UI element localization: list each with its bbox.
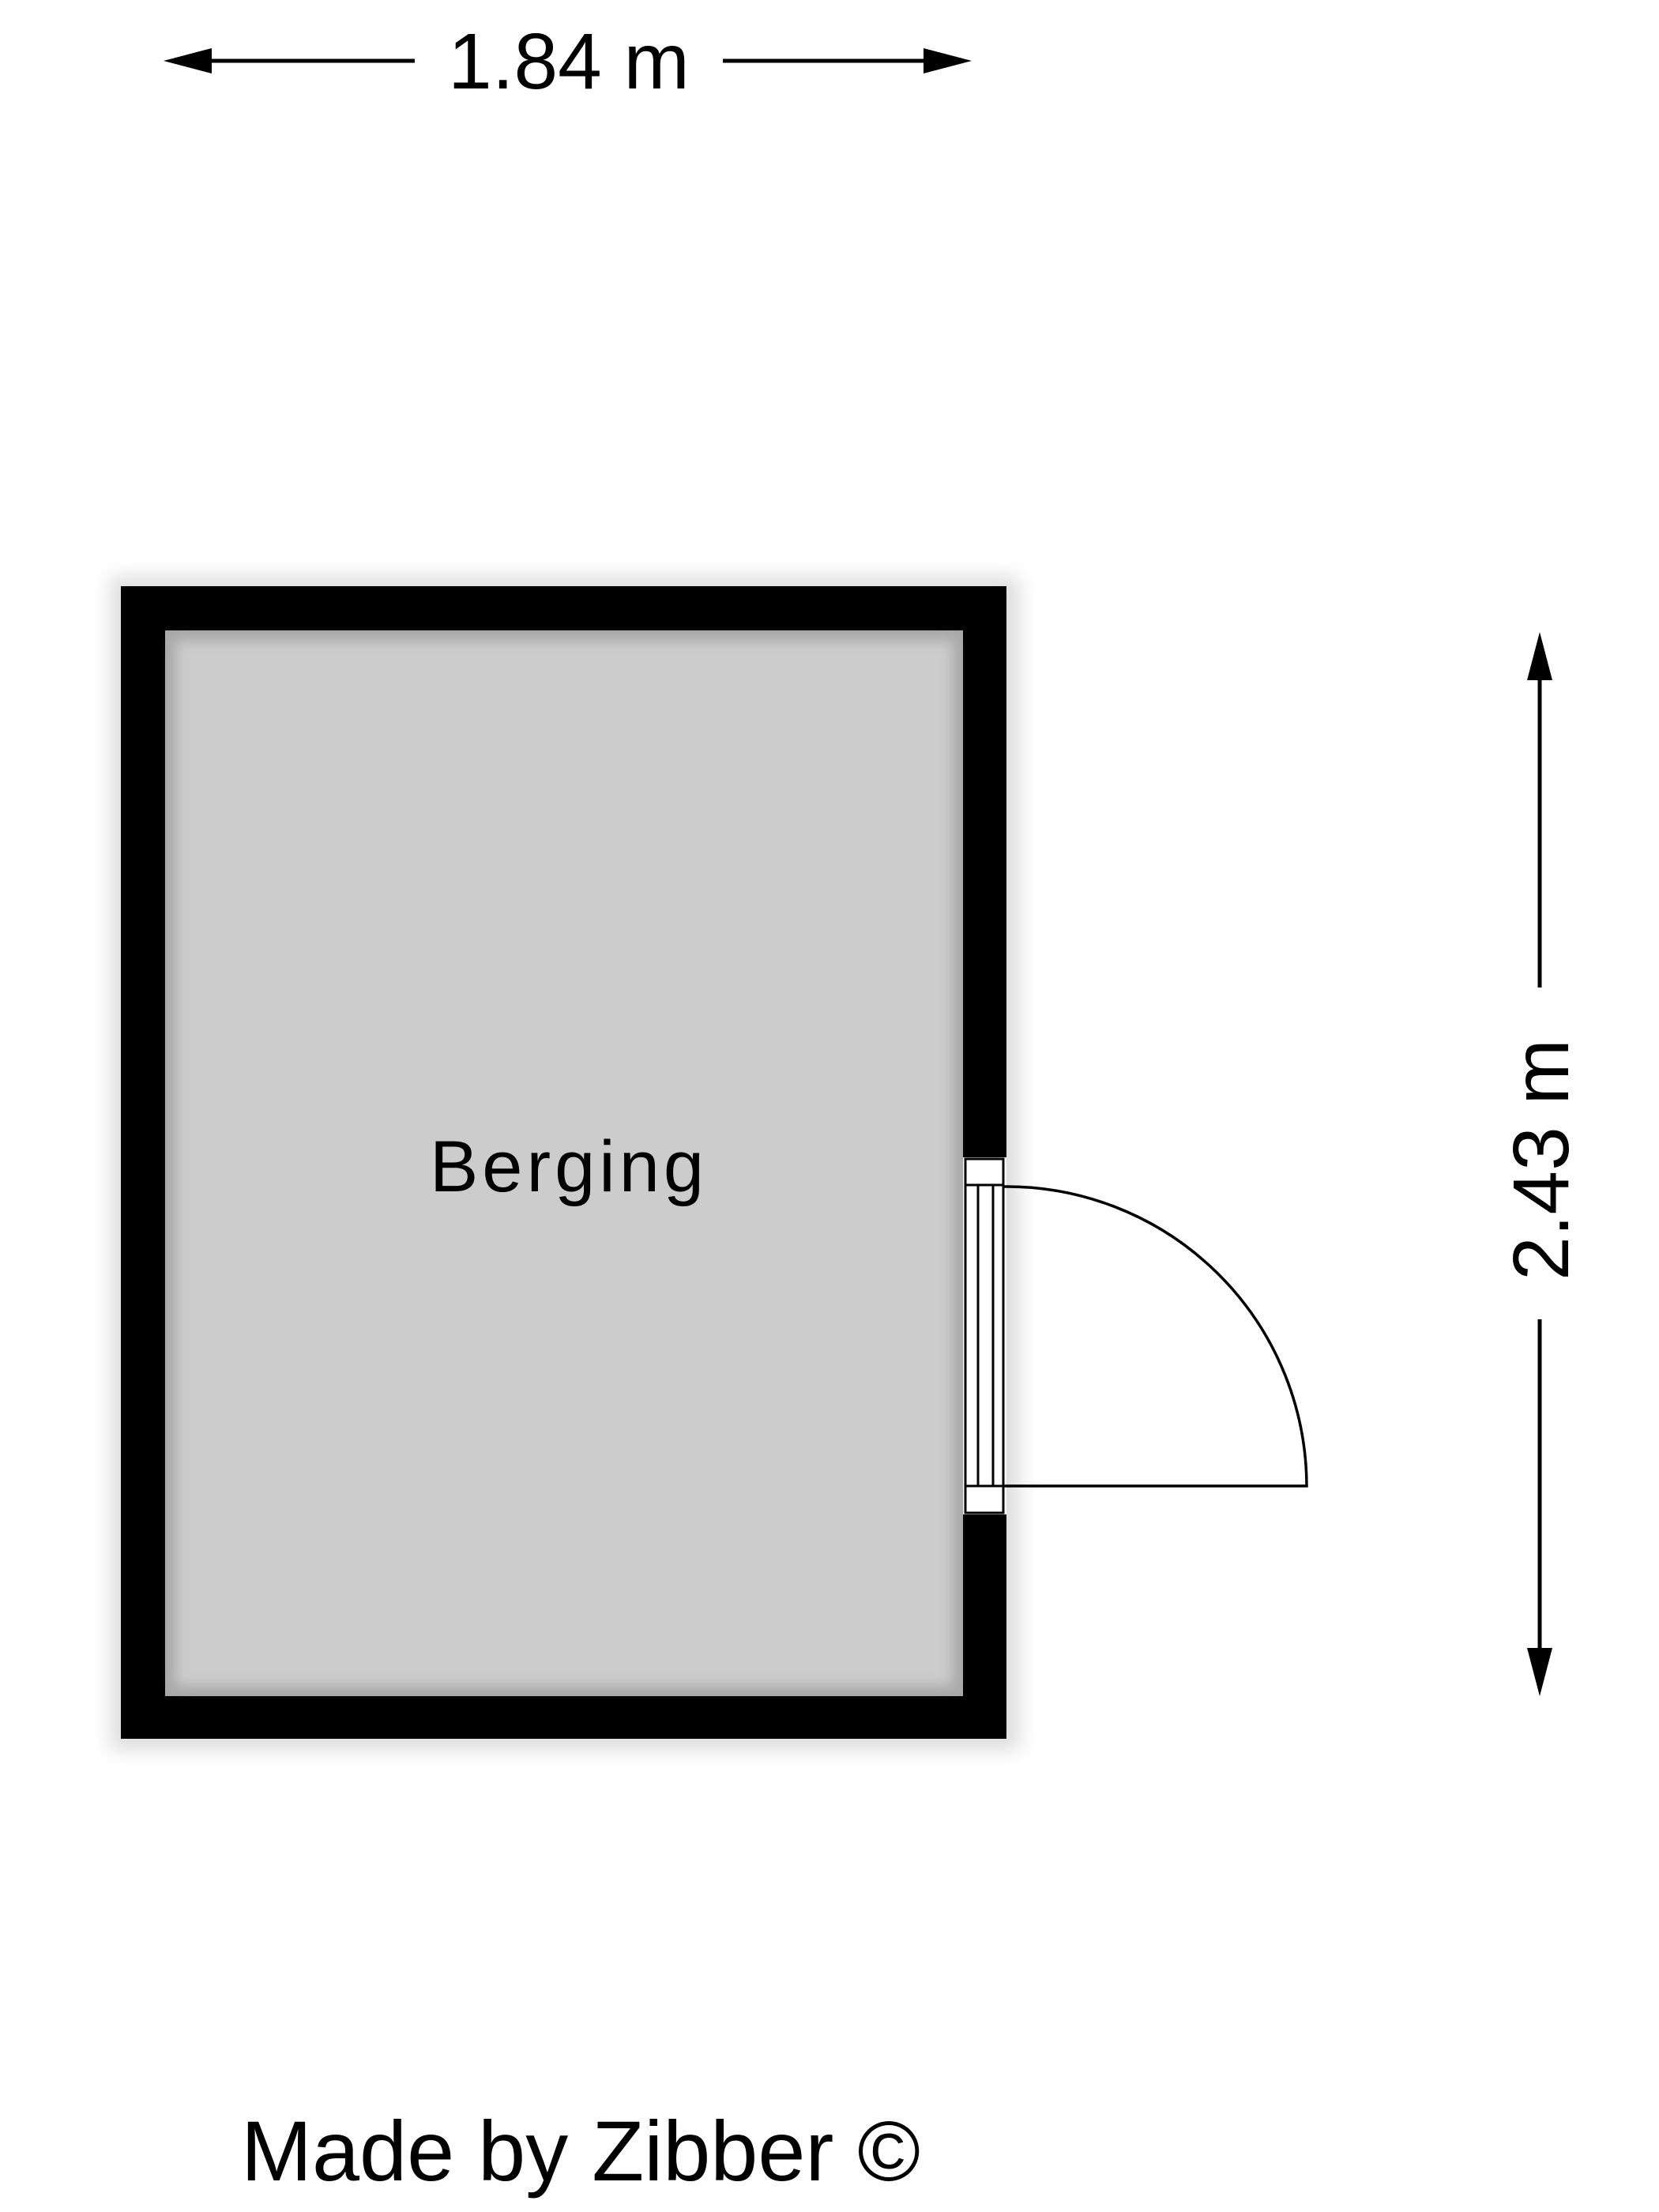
door-swing-arc xyxy=(1003,1185,1308,1488)
height-dimension: 2.43 m xyxy=(1497,632,1586,1696)
width-label: 1.84 m xyxy=(448,17,690,106)
arrow-up-icon xyxy=(1527,632,1552,680)
height-label: 2.43 m xyxy=(1497,1039,1586,1281)
room-label-berging: Berging xyxy=(430,1127,708,1207)
credit-text: Made by Zibber © xyxy=(241,2103,920,2199)
arrow-left-icon xyxy=(164,48,212,73)
room-floor xyxy=(175,641,953,1686)
door xyxy=(963,1157,1308,1514)
width-dimension: 1.84 m xyxy=(164,17,972,106)
arrow-right-icon xyxy=(924,48,972,73)
arrow-down-icon xyxy=(1527,1648,1552,1696)
